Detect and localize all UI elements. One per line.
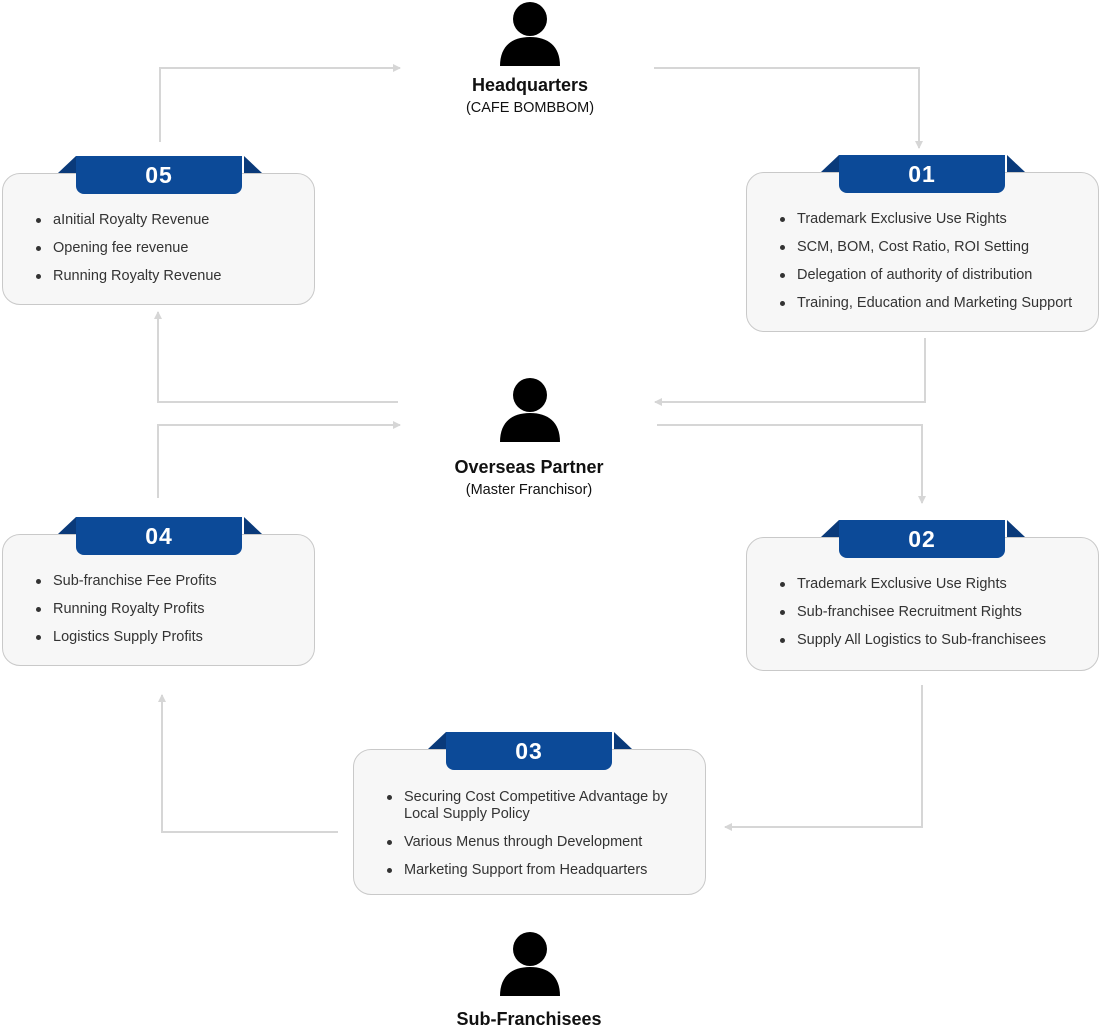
card-01-list: Trademark Exclusive Use Rights SCM, BOM,… — [777, 211, 1098, 312]
connector-03-to-04 — [158, 694, 338, 833]
list-item: Marketing Support from Headquarters — [384, 862, 675, 879]
headquarters-person-icon — [500, 2, 560, 66]
badge-wings — [428, 732, 632, 749]
overseas-partner-title: Overseas Partner — [454, 457, 604, 477]
list-item: Supply All Logistics to Sub-franchisees — [777, 632, 1098, 649]
list-item: Sub-franchise Fee Profits — [33, 573, 314, 590]
list-item: Logistics Supply Profits — [33, 629, 314, 646]
card-03-list: Securing Cost Competitive Advantage by L… — [384, 789, 675, 879]
badge-wings — [58, 517, 262, 534]
overseas-partner-subtitle: (Master Franchisor) — [465, 482, 593, 498]
sub-franchisees-title: Sub-Franchisees — [456, 1009, 602, 1029]
list-item: Trademark Exclusive Use Rights — [777, 211, 1098, 228]
badge-number: 03 — [446, 732, 612, 770]
list-item: Sub-franchisee Recruitment Rights — [777, 604, 1098, 621]
card-04: Sub-franchise Fee Profits Running Royalt… — [2, 534, 315, 666]
connector-05-to-hq — [159, 64, 401, 142]
connector-04-to-partner — [157, 421, 401, 498]
card-01: Trademark Exclusive Use Rights SCM, BOM,… — [746, 172, 1099, 332]
connector-partner-to-05 — [154, 311, 398, 403]
badge-04: 04 — [58, 517, 262, 557]
badge-02: 02 — [821, 520, 1025, 560]
badge-01: 01 — [821, 155, 1025, 195]
card-02: Trademark Exclusive Use Rights Sub-franc… — [746, 537, 1099, 671]
badge-03: 03 — [428, 732, 632, 772]
card-02-list: Trademark Exclusive Use Rights Sub-franc… — [777, 576, 1098, 649]
badge-number: 05 — [76, 156, 242, 194]
list-item: Running Royalty Profits — [33, 601, 314, 618]
card-03: Securing Cost Competitive Advantage by L… — [353, 749, 706, 895]
badge-wings — [821, 155, 1025, 172]
badge-wings — [821, 520, 1025, 537]
headquarters-subtitle: (CAFE BOMBBOM) — [465, 100, 595, 116]
card-04-list: Sub-franchise Fee Profits Running Royalt… — [33, 573, 314, 646]
overseas-partner-person-icon — [500, 378, 560, 442]
badge-05: 05 — [58, 156, 262, 196]
list-item: Trademark Exclusive Use Rights — [777, 576, 1098, 593]
list-item: aInitial Royalty Revenue — [33, 212, 314, 229]
badge-number: 01 — [839, 155, 1005, 193]
list-item: Training, Education and Marketing Suppor… — [777, 295, 1098, 312]
card-05-list: aInitial Royalty Revenue Opening fee rev… — [33, 212, 314, 285]
connector-02-to-03 — [724, 685, 923, 831]
list-item: Various Menus through Development — [384, 834, 675, 851]
connector-hq-to-01 — [654, 67, 923, 149]
headquarters-title: Headquarters — [471, 75, 589, 95]
connector-01-to-partner — [654, 338, 926, 406]
list-item: SCM, BOM, Cost Ratio, ROI Setting — [777, 239, 1098, 256]
connector-partner-to-02 — [657, 424, 926, 504]
badge-number: 04 — [76, 517, 242, 555]
badge-wings — [58, 156, 262, 173]
list-item: Running Royalty Revenue — [33, 268, 314, 285]
badge-number: 02 — [839, 520, 1005, 558]
list-item: Delegation of authority of distribution — [777, 267, 1098, 284]
sub-franchisees-person-icon — [500, 932, 560, 996]
list-item: Opening fee revenue — [33, 240, 314, 257]
list-item: Securing Cost Competitive Advantage by L… — [384, 789, 674, 823]
